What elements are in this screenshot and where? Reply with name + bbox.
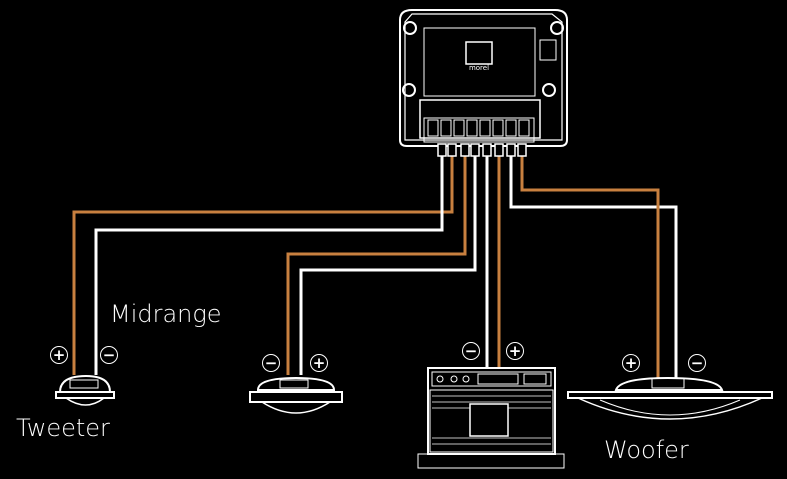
tweeter-speaker	[55, 374, 115, 406]
wire-connectors	[437, 143, 527, 157]
woofer-negative-wire	[509, 148, 678, 380]
midrange-speaker	[249, 376, 343, 414]
midrange-negative-wire	[299, 148, 477, 375]
midrange-minus-symbol: −	[262, 354, 280, 372]
amplifier	[417, 367, 565, 469]
midrange-label: Midrange	[110, 300, 222, 328]
tweeter-plus-symbol: +	[50, 346, 68, 364]
crossover-brand-logo: morel	[469, 64, 489, 72]
woofer-label: Woofer	[604, 436, 689, 464]
tweeter-label: Tweeter	[16, 414, 110, 442]
wires	[72, 148, 678, 380]
tweeter-positive-wire	[72, 148, 454, 375]
woofer-positive-wire	[520, 148, 660, 380]
woofer-speaker	[567, 376, 773, 420]
crossover-unit	[399, 9, 568, 147]
amp-minus-symbol: −	[462, 342, 480, 360]
tweeter-negative-wire	[94, 148, 444, 375]
midrange-plus-symbol: +	[310, 354, 328, 372]
midrange-positive-wire	[286, 148, 467, 375]
woofer-plus-symbol: +	[622, 354, 640, 372]
tweeter-minus-symbol: −	[100, 346, 118, 364]
woofer-minus-symbol: −	[688, 354, 706, 372]
amp-plus-symbol: +	[506, 342, 524, 360]
